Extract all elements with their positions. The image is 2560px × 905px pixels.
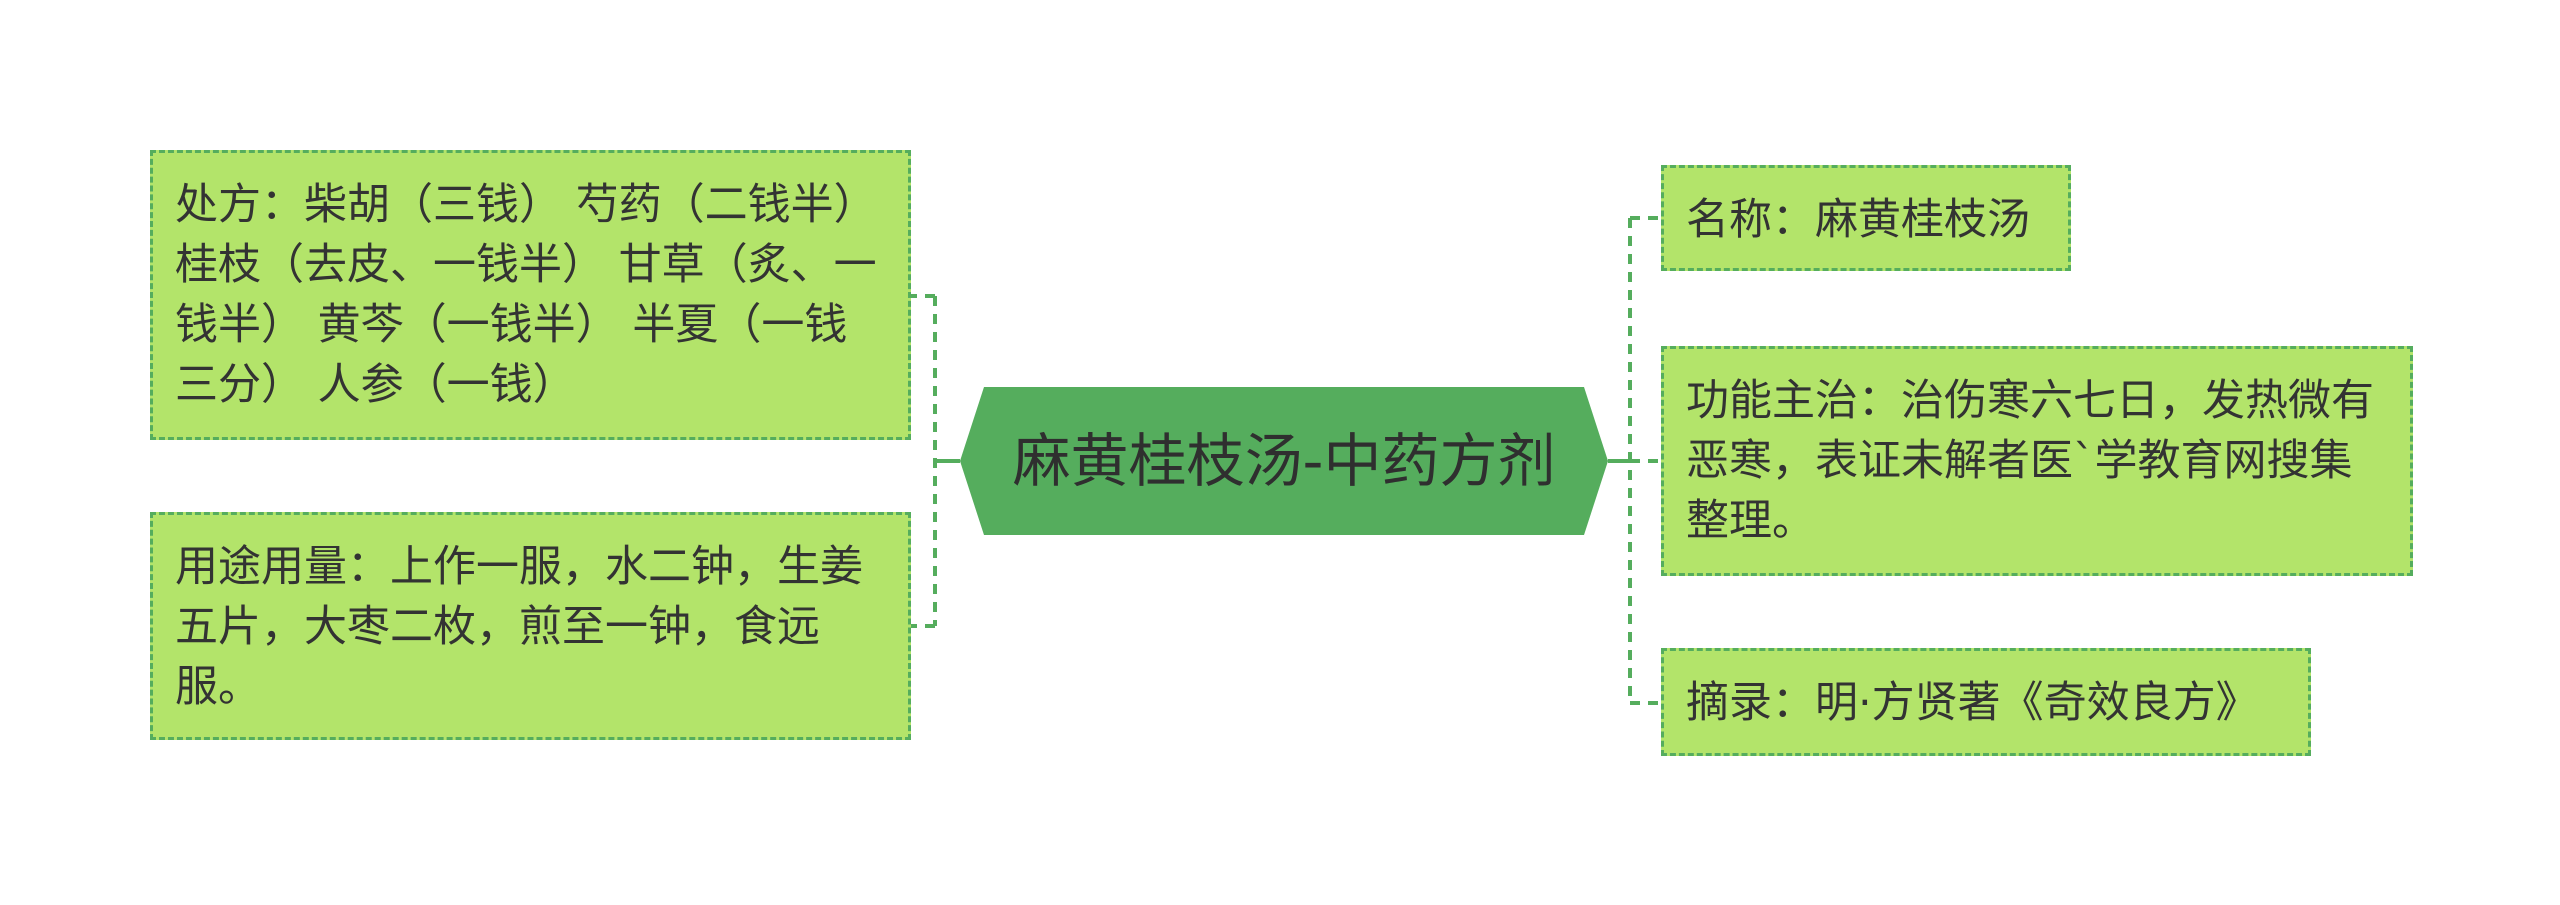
right-node-source[interactable]: 摘录：明·方贤著《奇效良方》 [1661, 648, 2311, 756]
center-node-shape [960, 387, 1608, 535]
right-node-function-text: 功能主治：治伤寒六七日，发热微有恶寒，表证未解者医`学教育网搜集整理。 [1686, 376, 2374, 546]
center-title: 麻黄桂枝汤-中药方剂 [1012, 427, 1556, 495]
center-node[interactable]: 麻黄桂枝汤-中药方剂 [960, 387, 1608, 535]
right-node-source-text: 摘录：明·方贤著《奇效良方》 [1686, 678, 2259, 728]
right-node-name-text: 名称：麻黄桂枝汤 [1686, 195, 2030, 245]
left-node-usage[interactable]: 用途用量：上作一服，水二钟，生姜五片，大枣二枚，煎至一钟，食远服。 [150, 512, 911, 740]
right-node-function[interactable]: 功能主治：治伤寒六七日，发热微有恶寒，表证未解者医`学教育网搜集整理。 [1661, 346, 2413, 576]
left-node-prescription[interactable]: 处方：柴胡（三钱） 芍药（二钱半） 桂枝（去皮、一钱半） 甘草（炙、一钱半） 黄… [150, 150, 911, 440]
left-node-prescription-text: 处方：柴胡（三钱） 芍药（二钱半） 桂枝（去皮、一钱半） 甘草（炙、一钱半） 黄… [175, 180, 877, 410]
right-node-name[interactable]: 名称：麻黄桂枝汤 [1661, 165, 2071, 271]
left-node-usage-text: 用途用量：上作一服，水二钟，生姜五片，大枣二枚，煎至一钟，食远服。 [175, 542, 863, 712]
